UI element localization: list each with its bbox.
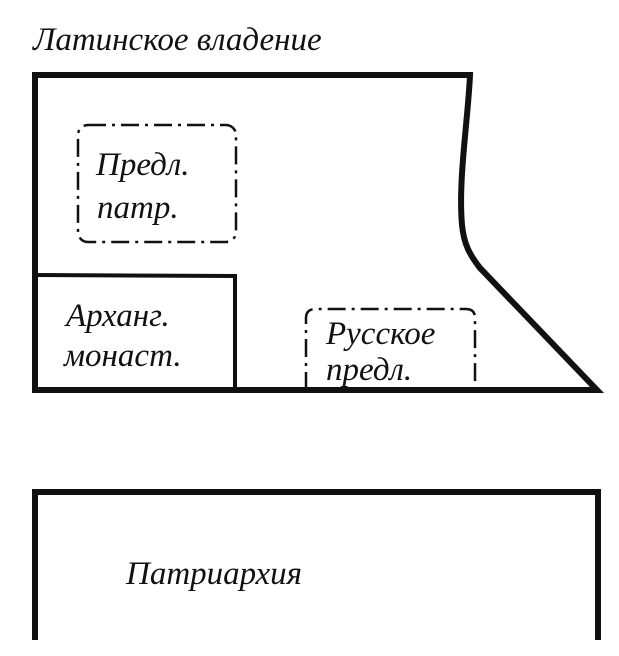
patriarch-courtyard-boundary [76,123,238,244]
latin-property-title: Латинское владение [32,22,322,58]
archangel-monastery-label-2: монаст. [63,338,182,374]
patriarchate-label: Патриархия [125,556,302,592]
archangel-monastery-label-1: Арханг. [64,298,170,334]
russian-courtyard-boundary [304,307,477,390]
latin-property-boundary [32,72,605,393]
archangel-monastery-box [34,273,237,390]
patriarchate-boundary [32,489,601,640]
russian-courtyard-label-1: Русское [325,316,435,352]
patriarch-courtyard-label-1: Предл. [95,147,190,183]
russian-courtyard-label-2: предл. [326,352,412,388]
patriarch-courtyard-label-2: патр. [97,190,179,226]
